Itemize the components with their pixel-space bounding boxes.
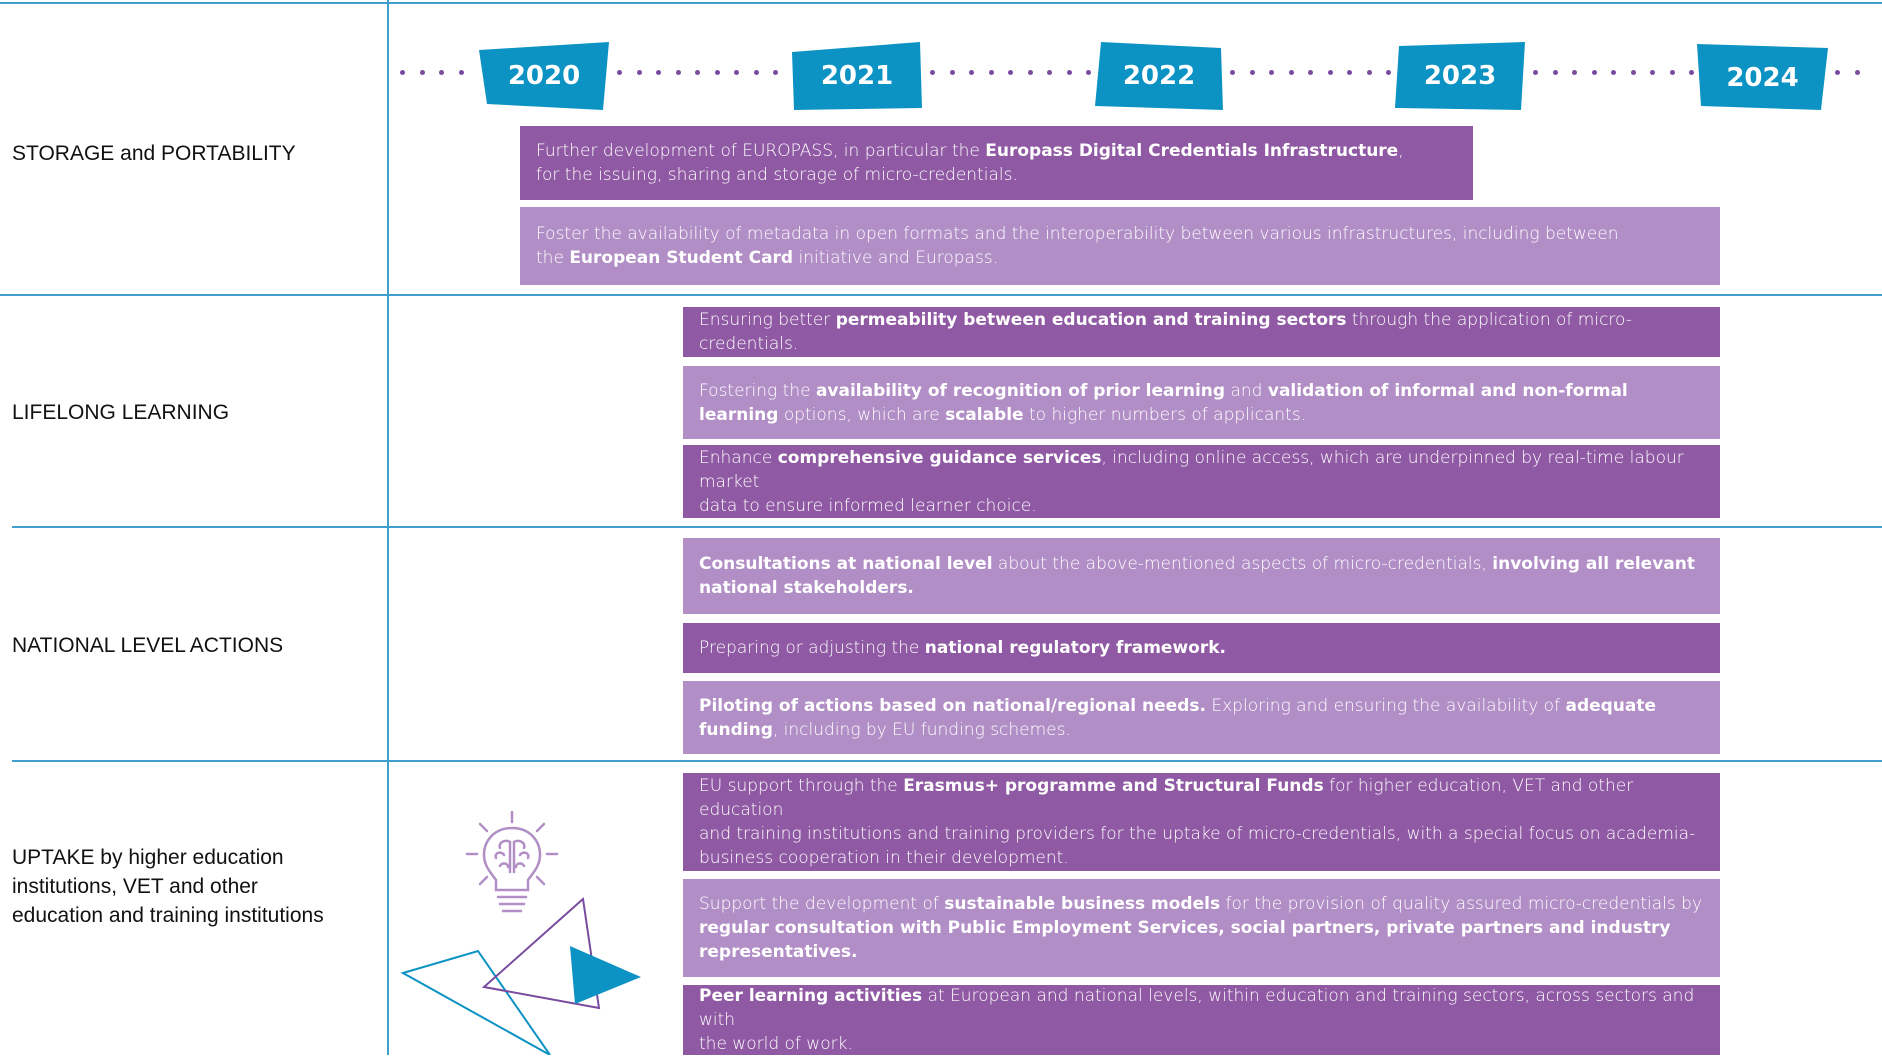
year-tag-2024: 2024	[1697, 44, 1828, 112]
row-label-storage-portability: STORAGE and PORTABILITY	[12, 142, 296, 165]
timeline-dot	[1650, 70, 1655, 75]
timeline-dot	[1347, 70, 1352, 75]
timeline-dot	[459, 70, 464, 75]
triangle-decoration-icon	[400, 895, 650, 1056]
timeline-dot	[1592, 70, 1597, 75]
timeline-dot	[1631, 70, 1636, 75]
row-divider-3	[12, 760, 1882, 762]
timeline-dot	[1047, 70, 1052, 75]
timeline-dot	[1250, 70, 1255, 75]
action-bar: Piloting of actions based on national/re…	[683, 681, 1720, 754]
timeline-dot	[420, 70, 425, 75]
timeline-dot	[1689, 70, 1694, 75]
timeline-dot	[1855, 70, 1860, 75]
timeline-dot	[1553, 70, 1558, 75]
timeline-dot	[1367, 70, 1372, 75]
timeline-dot	[1008, 70, 1013, 75]
row-label-uptake: UPTAKE by higher education institutions,…	[12, 846, 324, 927]
timeline-dot	[1028, 70, 1033, 75]
timeline-dot	[1067, 70, 1072, 75]
timeline-dot	[734, 70, 739, 75]
timeline-dot	[400, 70, 405, 75]
timeline-dot	[617, 70, 622, 75]
timeline-dot	[1386, 70, 1391, 75]
timeline-dot	[1230, 70, 1235, 75]
year-tag-2021: 2021	[792, 42, 922, 110]
row-label-national-level-actions: NATIONAL LEVEL ACTIONS	[12, 634, 284, 657]
year-tag-2020: 2020	[479, 42, 609, 110]
action-bar: EU support through the Erasmus+ programm…	[683, 773, 1720, 871]
action-bar: Enhance comprehensive guidance services,…	[683, 445, 1720, 518]
row-label-lifelong-learning: LIFELONG LEARNING	[12, 401, 230, 424]
timeline-dot	[1086, 70, 1091, 75]
timeline-dot	[754, 70, 759, 75]
timeline-dot	[1611, 70, 1616, 75]
lightbulb-brain-icon	[462, 810, 562, 920]
year-tag-2023: 2023	[1395, 42, 1525, 110]
action-bar: Consultations at national level about th…	[683, 538, 1720, 614]
timeline-dot	[656, 70, 661, 75]
action-bar: Further development of EUROPASS, in part…	[520, 126, 1473, 200]
row-divider-2	[12, 526, 1882, 528]
timeline-dot	[1289, 70, 1294, 75]
timeline-dot	[1572, 70, 1577, 75]
timeline-dot	[1533, 70, 1538, 75]
timeline-dot	[715, 70, 720, 75]
action-bar: Ensuring better permeability between edu…	[683, 307, 1720, 357]
timeline-dot	[695, 70, 700, 75]
timeline-dot	[1308, 70, 1313, 75]
timeline-dot	[676, 70, 681, 75]
timeline-dot	[1269, 70, 1274, 75]
timeline-dot	[637, 70, 642, 75]
row-divider-1	[0, 294, 1882, 296]
action-bar: Peer learning activities at European and…	[683, 985, 1720, 1055]
timeline-dot	[969, 70, 974, 75]
timeline-dot	[1670, 70, 1675, 75]
timeline-dot	[1328, 70, 1333, 75]
row-divider-top	[0, 2, 1882, 4]
timeline-dot	[773, 70, 778, 75]
year-tag-2022: 2022	[1095, 42, 1223, 110]
action-bar: Fostering the availability of recognitio…	[683, 366, 1720, 439]
timeline-dot	[989, 70, 994, 75]
action-bar: Preparing or adjusting the national regu…	[683, 623, 1720, 673]
timeline-dot	[950, 70, 955, 75]
action-bar: Support the development of sustainable b…	[683, 879, 1720, 977]
timeline-dot	[439, 70, 444, 75]
timeline-dot	[1835, 70, 1840, 75]
action-bar: Foster the availability of metadata in o…	[520, 207, 1720, 285]
timeline-dot	[930, 70, 935, 75]
